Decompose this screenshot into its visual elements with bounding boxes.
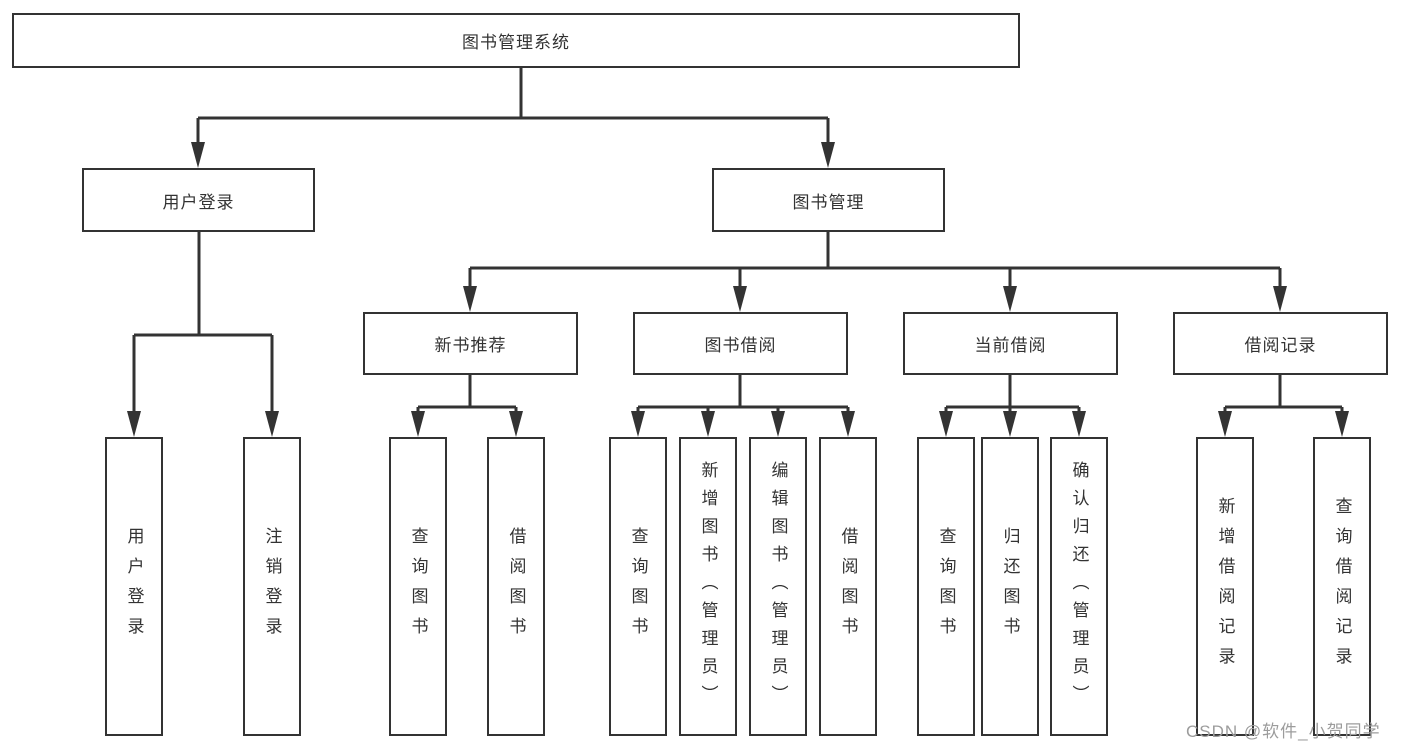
arrowheads xyxy=(127,142,1349,437)
node-label: 新增借阅记录 xyxy=(1215,496,1235,677)
leaf-edit-books-admin: 编辑图书（管理员） xyxy=(749,437,807,736)
node-label: 用户登录 xyxy=(162,192,235,212)
node-label: 查询图书 xyxy=(408,526,428,647)
node-label: 图书管理 xyxy=(792,192,865,212)
node-user-login: 用户登录 xyxy=(82,168,315,232)
node-current-borrow: 当前借阅 xyxy=(903,312,1118,375)
node-label: 注销登录 xyxy=(262,526,282,647)
node-label: 新增图书（管理员） xyxy=(698,460,718,713)
node-label: 图书管理系统 xyxy=(462,33,570,52)
leaf-logout: 注销登录 xyxy=(243,437,301,736)
node-label: 新书推荐 xyxy=(434,336,507,355)
node-label: 查询借阅记录 xyxy=(1332,496,1352,677)
leaf-borrow-books-recommend: 借阅图书 xyxy=(487,437,545,736)
node-label: 确认归还（管理员） xyxy=(1069,460,1089,713)
node-label: 借阅图书 xyxy=(506,526,526,647)
node-label: 用户登录 xyxy=(124,526,144,647)
node-book-borrow: 图书借阅 xyxy=(633,312,848,375)
leaf-borrow-books: 借阅图书 xyxy=(819,437,877,736)
node-borrow-record: 借阅记录 xyxy=(1173,312,1388,375)
leaf-user-login: 用户登录 xyxy=(105,437,163,736)
node-label: 归还图书 xyxy=(1000,526,1020,647)
leaf-add-books-admin: 新增图书（管理员） xyxy=(679,437,737,736)
leaf-query-books-borrow: 查询图书 xyxy=(609,437,667,736)
node-root-system: 图书管理系统 xyxy=(12,13,1020,68)
node-label: 当前借阅 xyxy=(974,336,1047,355)
node-label: 编辑图书（管理员） xyxy=(768,460,788,713)
node-label: 借阅图书 xyxy=(838,526,858,647)
node-label: 查询图书 xyxy=(936,526,956,647)
leaf-add-borrow-record: 新增借阅记录 xyxy=(1196,437,1254,736)
node-label: 图书借阅 xyxy=(704,336,777,355)
node-label: 借阅记录 xyxy=(1244,336,1317,355)
leaf-return-books: 归还图书 xyxy=(981,437,1039,736)
node-book-management: 图书管理 xyxy=(712,168,945,232)
node-label: 查询图书 xyxy=(628,526,648,647)
leaf-query-borrow-record: 查询借阅记录 xyxy=(1313,437,1371,736)
leaf-query-books-current: 查询图书 xyxy=(917,437,975,736)
csdn-watermark: CSDN @软件_小贺同学 xyxy=(1186,722,1381,741)
node-new-book-recommend: 新书推荐 xyxy=(363,312,578,375)
leaf-query-books-recommend: 查询图书 xyxy=(389,437,447,736)
leaf-confirm-return-admin: 确认归还（管理员） xyxy=(1050,437,1108,736)
